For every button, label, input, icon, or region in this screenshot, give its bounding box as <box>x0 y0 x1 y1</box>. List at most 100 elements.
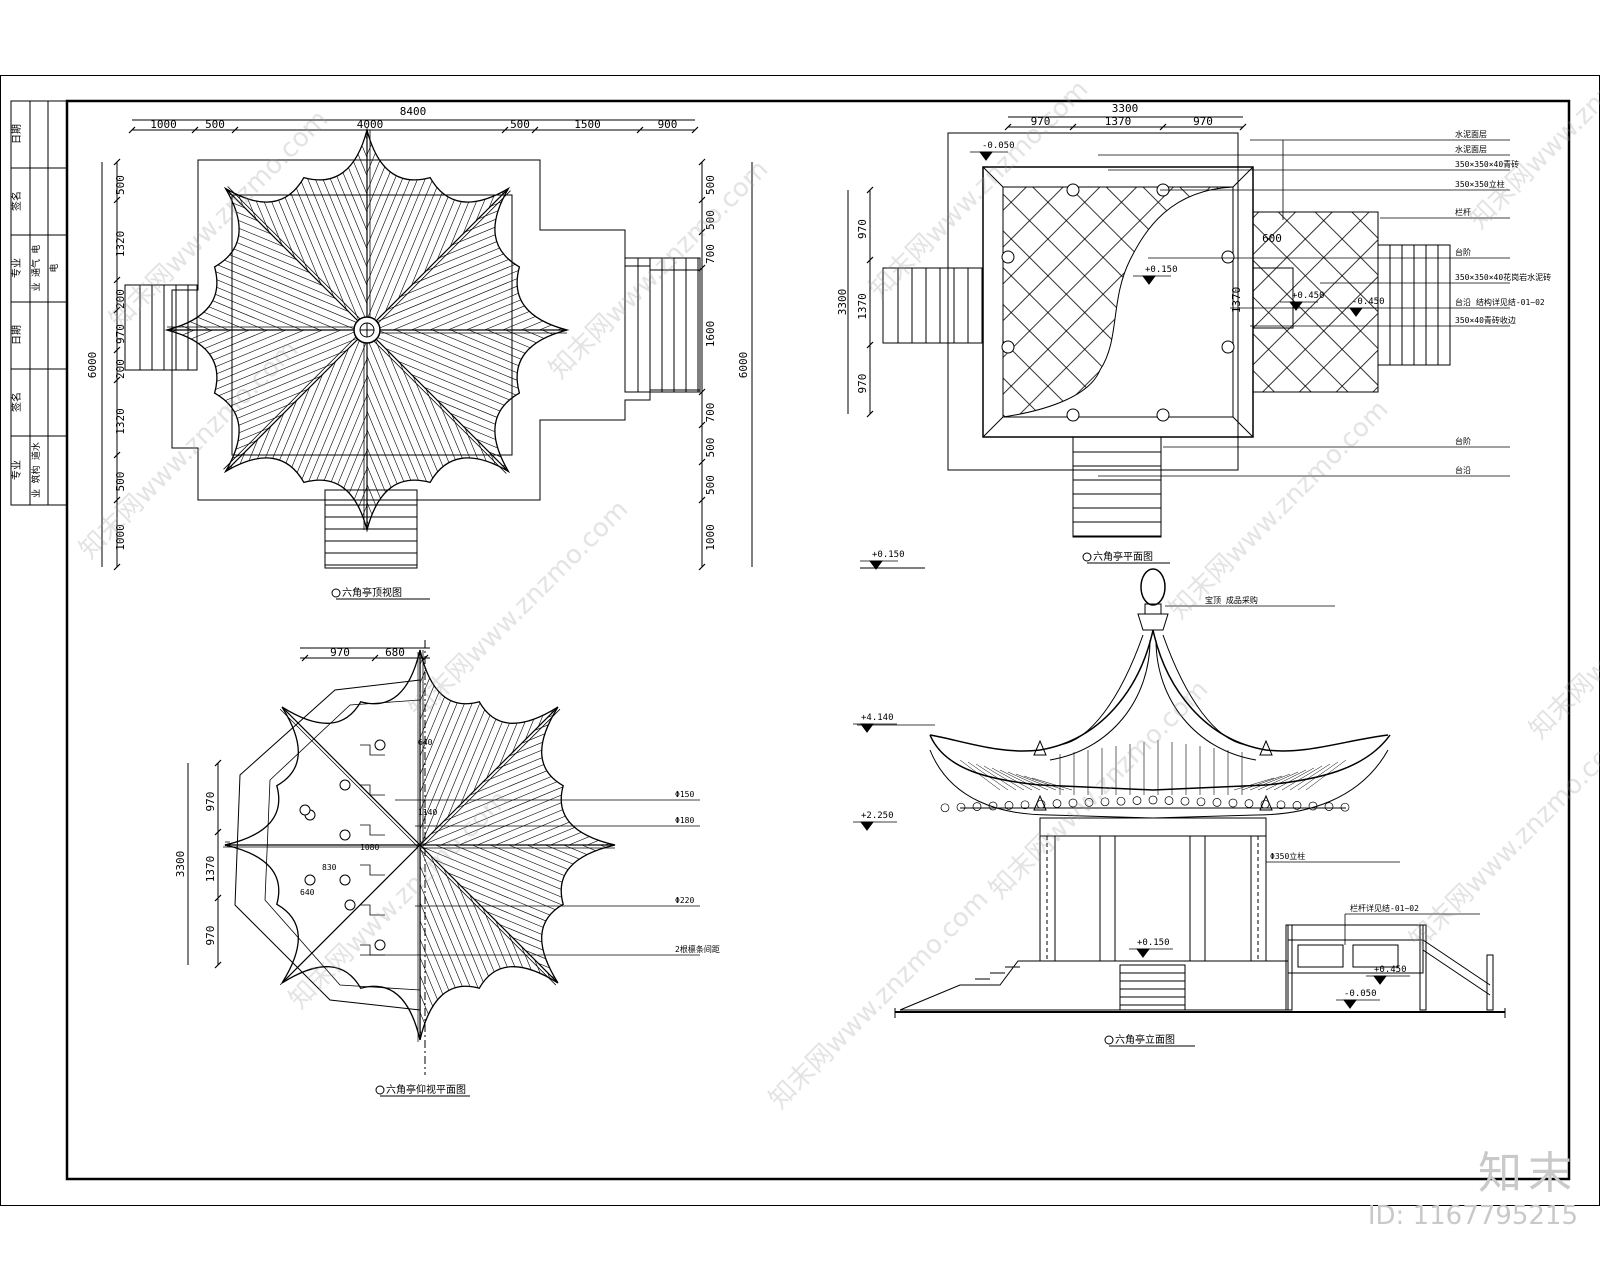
watermark-text: 知末网www.znzmo.com <box>104 104 335 335</box>
dimension-label: 1000 <box>150 118 177 131</box>
level-label: +0.150 <box>1137 938 1170 948</box>
callout-label: 宝顶 成品采购 <box>1205 595 1258 605</box>
dimension-label: 500 <box>704 475 717 495</box>
watermark-text: 知末网www.znzmo.com <box>1404 724 1600 955</box>
watermark-text: 知末网www.znzmo.com <box>984 674 1215 905</box>
dimension-label: 200 <box>114 289 127 309</box>
roof-plan-base <box>171 159 701 501</box>
callout-label: 栏杆 <box>1455 207 1471 217</box>
inner-dimension: 1140 <box>418 808 437 817</box>
level-label: +0.450 <box>1374 965 1407 975</box>
dimension-label: 3300 <box>174 851 187 878</box>
dimension-label: 680 <box>385 646 405 659</box>
dimension-label: 970 <box>330 646 350 659</box>
inner-border <box>65 99 1571 1181</box>
callout-label: Φ350立柱 <box>1270 851 1305 861</box>
callout-label: 2根檩条间距 <box>675 944 720 954</box>
column-marker <box>1066 408 1080 422</box>
brand-id: ID: 1167795215 <box>1367 1201 1578 1231</box>
dimension-label: 600 <box>1262 232 1282 245</box>
dimension-label: 1000 <box>114 524 127 551</box>
watermark-text: 知末网www.znzmo.com <box>1524 514 1600 745</box>
dimension-label: 500 <box>510 118 530 131</box>
column-marker <box>1001 340 1015 354</box>
level-label: -0.050 <box>982 141 1015 151</box>
dimension-label: 500 <box>205 118 225 131</box>
dimension-label: 970 <box>204 926 217 946</box>
title-block-label: 电 <box>48 263 60 272</box>
dimension-label: 1500 <box>574 118 601 131</box>
dimension-label: 500 <box>704 210 717 230</box>
elevation-title: 六角亭立面图 <box>1115 1033 1175 1046</box>
dimension-label: 700 <box>704 244 717 264</box>
brand-logo: 知末 <box>1478 1148 1578 1199</box>
dimension-label: 1370 <box>1230 287 1243 314</box>
dimension-label: 500 <box>114 472 127 492</box>
callout-label: 350×350立柱 <box>1455 179 1505 189</box>
callout-label: 台沿 <box>1455 465 1471 475</box>
callout-label: 水泥面层 <box>1455 129 1487 139</box>
dimension-label: 200 <box>114 359 127 379</box>
callout-label: 栏杆详见结-01~02 <box>1350 903 1419 913</box>
dimension-label: 1600 <box>704 321 717 348</box>
watermark-text: 知末网www.znzmo.com <box>1164 394 1395 625</box>
title-block-label: 专业 <box>10 258 23 278</box>
watermark-text: 知末网www.znzmo.com <box>74 334 305 565</box>
dimension-label: 500 <box>114 175 127 195</box>
level-label: -0.450 <box>1352 297 1385 307</box>
inner-dimension: 830 <box>322 863 337 872</box>
callout-label: 水泥面层 <box>1455 144 1487 154</box>
dimension-label: 970 <box>114 324 127 344</box>
dimension-label: 970 <box>1193 115 1213 128</box>
column <box>1189 835 1206 962</box>
title-block-label: 签名 <box>10 191 23 211</box>
callout-label: Φ180 <box>675 816 694 825</box>
fp-west-steps <box>882 267 984 344</box>
watermark-text: 知末网www.znzmo.com <box>1464 4 1600 235</box>
column-marker <box>1156 408 1170 422</box>
level-label: +0.150 <box>1145 265 1178 275</box>
dimension-label: 1370 <box>204 856 217 883</box>
column <box>1099 835 1116 962</box>
fp-south-steps <box>1072 436 1162 538</box>
title-block-label: 日期 <box>11 325 23 345</box>
dimension-label: 6000 <box>737 352 750 379</box>
dimension-label: 970 <box>856 374 869 394</box>
title-block-label: 业 筑构 道水 <box>30 442 42 498</box>
roof-finial <box>1140 568 1166 606</box>
railing <box>1287 924 1424 974</box>
dimension-label: 1000 <box>704 524 717 551</box>
dimension-label: 970 <box>1031 115 1051 128</box>
title-block-label: 签名 <box>10 392 23 412</box>
dimension-label: 1370 <box>856 293 869 320</box>
callout-label: 台沿 结构详见结-01~02 <box>1455 297 1545 307</box>
inner-dimension: 640 <box>418 738 433 747</box>
callout-label: 台阶 <box>1455 247 1471 257</box>
column-marker <box>1221 340 1235 354</box>
callout-label: Φ220 <box>675 896 694 905</box>
title-block-label: 专业 <box>10 460 23 480</box>
dimension-label: 500 <box>704 175 717 195</box>
dimension-label: 1320 <box>114 408 127 435</box>
watermark-text: 知末网www.znzmo.com <box>404 494 635 725</box>
elevation-roof <box>929 629 1391 819</box>
dimension-label: 6000 <box>86 352 99 379</box>
dimension-label: 1320 <box>114 231 127 258</box>
brand-badge: 知末 ID: 1167795215 <box>1368 1148 1578 1232</box>
level-label: +2.250 <box>861 811 894 821</box>
dimension-label: 970 <box>856 219 869 239</box>
floor-plan-view: 水泥面层水泥面层350×350×40青砖350×350立柱栏杆台阶350×350… <box>836 102 1551 570</box>
dimension-label: 3300 <box>836 289 849 316</box>
column-marker <box>1221 250 1235 264</box>
level-label: -0.050 <box>1344 989 1377 999</box>
title-block-label: 业 通气 电 <box>30 245 42 292</box>
callout-label: 350×350×40青砖 <box>1455 159 1519 169</box>
west-steps <box>124 284 198 371</box>
dimension-label: 700 <box>704 403 717 423</box>
dimension-label: 900 <box>658 118 678 131</box>
